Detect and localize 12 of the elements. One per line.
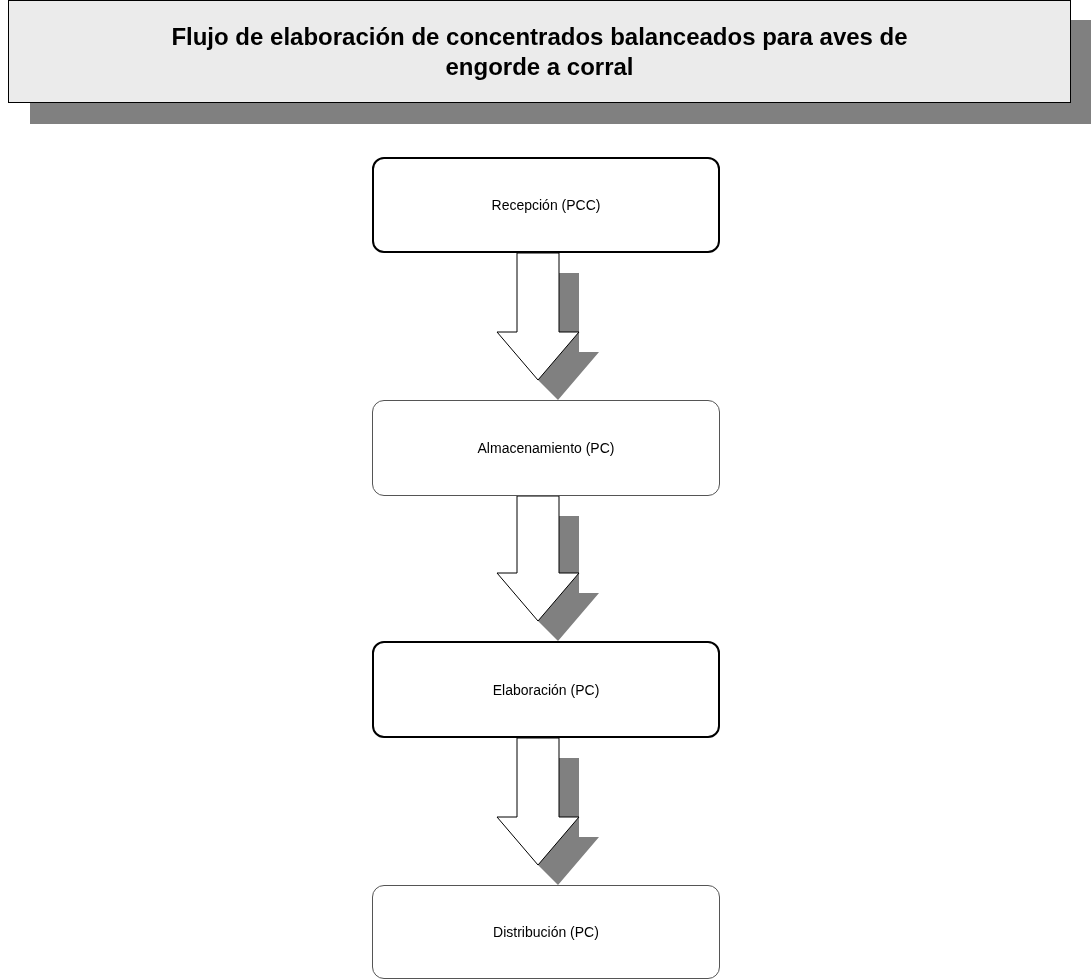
block-arrow: [496, 737, 599, 885]
process-box: [372, 400, 720, 496]
step-label: Elaboración (PC): [492, 681, 600, 698]
process-box: [372, 157, 720, 253]
step-label: Almacenamiento (PC): [477, 440, 615, 456]
process-box: [372, 641, 720, 738]
block-arrow: [496, 252, 599, 400]
step-label: Recepción (PCC): [491, 197, 601, 213]
step-label: Distribución (PC): [493, 924, 599, 940]
title: Flujo de elaboración de concentrados balanceados para aves de engorde a corral: [170, 21, 909, 82]
block-arrow: [496, 495, 599, 641]
process-box: [372, 885, 720, 979]
